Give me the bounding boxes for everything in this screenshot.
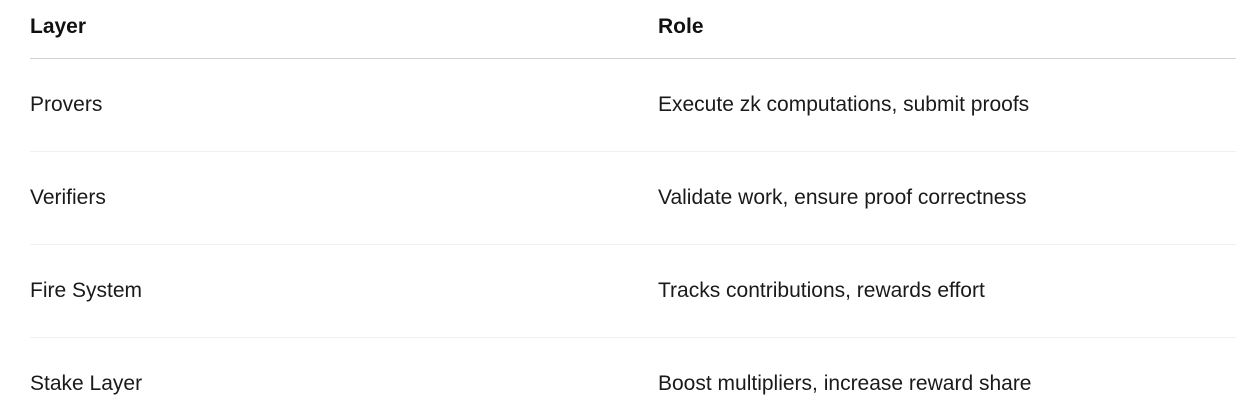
table-row-stake-layer: Stake Layer Boost multipliers, increase … bbox=[30, 338, 1236, 418]
role-cell: Execute zk computations, submit proofs bbox=[658, 58, 1236, 152]
role-cell: Validate work, ensure proof correctness bbox=[658, 151, 1236, 245]
layer-cell: Stake Layer bbox=[30, 372, 143, 395]
table-row-fire-system: Fire System Tracks contributions, reward… bbox=[30, 244, 1236, 338]
table-row-verifiers: Verifiers Validate work, ensure proof co… bbox=[30, 151, 1236, 245]
header-row: Layer Role bbox=[30, 0, 1236, 59]
layer-cell: Provers bbox=[30, 58, 658, 152]
table-row-provers: Provers Execute zk computations, submit … bbox=[30, 58, 1236, 152]
role-cell: Tracks contributions, rewards effort bbox=[658, 244, 1236, 338]
table-header: Layer Role bbox=[30, 0, 1236, 59]
layer-cell: Verifiers bbox=[30, 151, 658, 245]
role-cell: Boost multipliers, increase reward share bbox=[658, 372, 1032, 395]
table-body: Provers Execute zk computations, submit … bbox=[30, 58, 1236, 418]
column-header-role: Role bbox=[658, 0, 1236, 59]
layer-cell: Fire System bbox=[30, 244, 658, 338]
layer-role-table: Layer Role Provers Execute zk computatio… bbox=[30, 0, 1236, 418]
column-header-layer: Layer bbox=[30, 0, 658, 59]
